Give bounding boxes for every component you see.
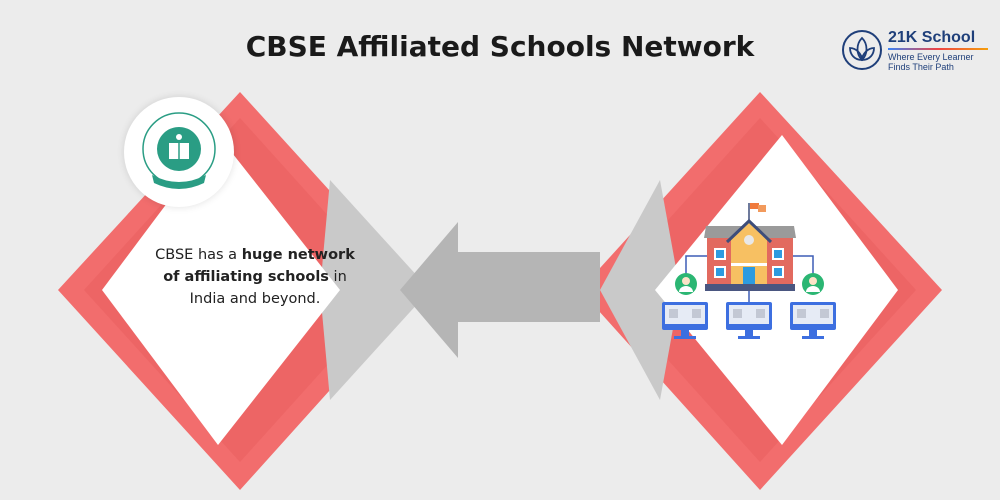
school-network-icon [662, 203, 836, 339]
desc-part-1: CBSE has a [155, 247, 242, 263]
left-diamond [58, 92, 430, 490]
tagline-line-1: Where Every Learner [888, 52, 974, 62]
arrow-left-icon [400, 222, 600, 358]
brand-name: 21K School [888, 29, 976, 46]
brand-underline [888, 48, 988, 50]
desc-bold: huge network of affiliating schools [163, 247, 355, 285]
page-title: CBSE Affiliated Schools Network [245, 30, 755, 63]
desc-part-2: in India and beyond. [189, 269, 347, 307]
description-text: CBSE has a huge network of affiliating s… [150, 244, 360, 310]
brand-logo: 21K School Where Every Learner Finds The… [840, 28, 990, 78]
brand-tagline: Where Every Learner Finds Their Path [888, 52, 974, 72]
lotus-icon [842, 30, 882, 70]
cbse-seal [142, 112, 216, 189]
tagline-line-2: Finds Their Path [888, 62, 954, 72]
cbse-emblem-icon [124, 97, 234, 207]
